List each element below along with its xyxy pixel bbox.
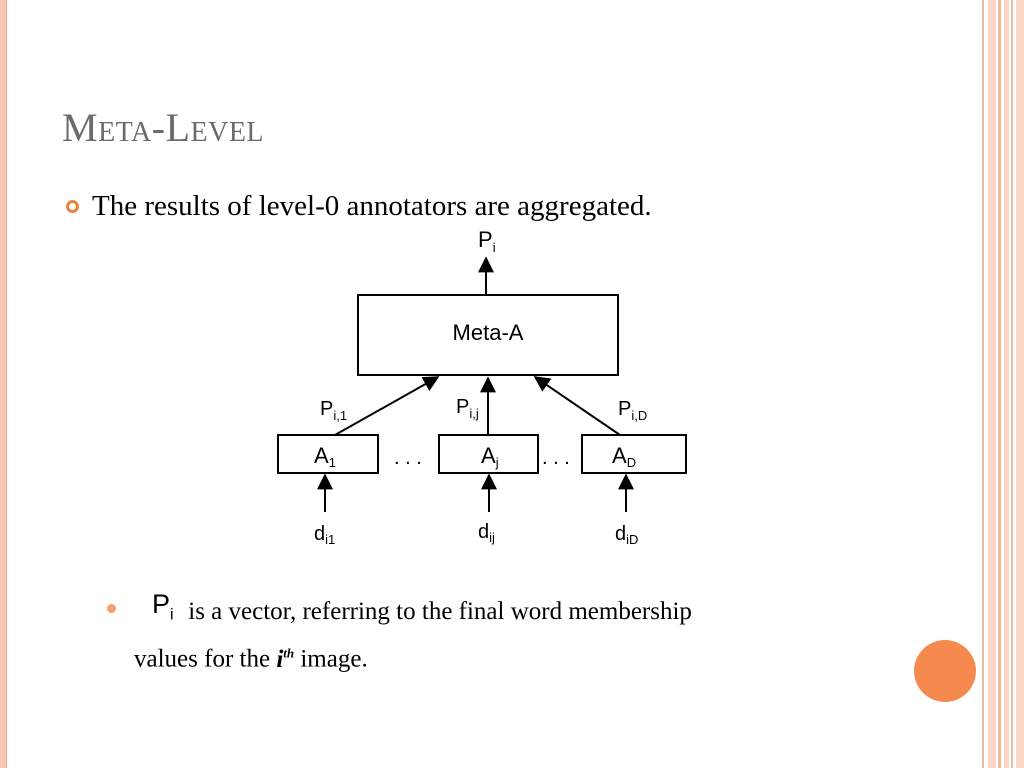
- edge-arrow-1: [334, 376, 440, 436]
- annotator-box-1: [277, 434, 379, 474]
- ith-sup: th: [283, 645, 295, 661]
- edge-label-1: Pi,1: [320, 398, 347, 423]
- meta-level-diagram: Pi Meta-A Pi,1 Pi,j Pi,D A1 Aj AD . . . …: [277, 227, 687, 547]
- bullet-text-2-end: image.: [300, 645, 368, 673]
- decorative-circle: [914, 640, 976, 702]
- annotator-label-1: A1: [314, 443, 336, 470]
- slide-title: Meta-Level: [62, 105, 265, 150]
- meta-annotator-box: [357, 294, 619, 376]
- meta-annotator-label: Meta-A: [453, 320, 524, 345]
- left-border-stripe: [0, 0, 7, 768]
- bullet-text-2: Pi is a vector, referring to the final w…: [134, 589, 754, 676]
- annotator-label-D: AD: [612, 443, 636, 470]
- edge-label-j: Pi,j: [456, 396, 479, 421]
- annotator-label-j: Aj: [481, 443, 499, 470]
- right-border-stripes: [980, 0, 1024, 768]
- ith-superscript: ith: [276, 645, 295, 673]
- bullet-text-2-body: is a vector, referring to the final word…: [134, 598, 692, 673]
- annotator-box-D: [581, 434, 687, 474]
- edge-label-D: Pi,D: [618, 398, 647, 423]
- input-label-j: dij: [478, 521, 495, 545]
- input-label-1: di1: [314, 523, 335, 547]
- bullet-text-1: The results of level-0 annotators are ag…: [92, 190, 652, 222]
- ellipsis-right: . . .: [542, 447, 570, 469]
- ellipsis-left: . . .: [394, 447, 422, 469]
- bullet-ring-icon: [66, 200, 79, 213]
- pi-symbol-base: P: [152, 589, 171, 619]
- annotator-box-j: [438, 434, 539, 474]
- pi-symbol: Pi: [134, 588, 182, 631]
- edge-arrow-D: [533, 376, 621, 436]
- pi-symbol-sub: i: [170, 606, 174, 624]
- bullet-dot-icon: [107, 604, 116, 613]
- ith-base: i: [276, 645, 284, 673]
- output-label: Pi: [478, 227, 496, 255]
- input-label-D: diD: [615, 523, 638, 547]
